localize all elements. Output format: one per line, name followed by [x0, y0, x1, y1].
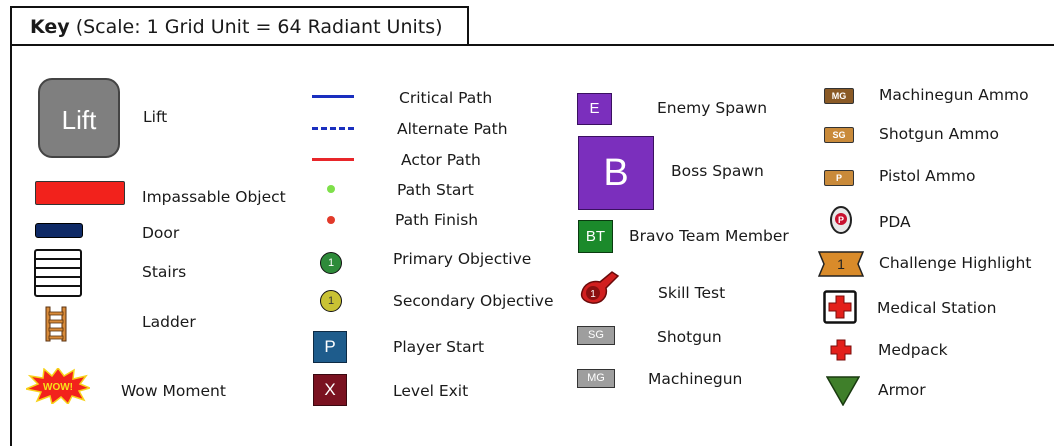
path-start-icon	[327, 185, 335, 193]
secondary-objective-label: Secondary Objective	[393, 292, 554, 310]
pda-label: PDA	[879, 213, 911, 231]
key-frame	[10, 44, 1054, 446]
level-exit-icon: X	[313, 374, 347, 406]
path-finish-label: Path Finish	[395, 211, 479, 229]
machinegun-ammo-label: Machinegun Ammo	[879, 86, 1029, 104]
shotgun-ammo-label: Shotgun Ammo	[879, 125, 999, 143]
wow-moment-icon-text: WOW!	[43, 382, 73, 393]
wow-moment-label: Wow Moment	[121, 382, 226, 400]
player-start-label: Player Start	[393, 338, 485, 356]
lift-label: Lift	[143, 108, 168, 126]
key-title-bold: Key	[30, 16, 70, 38]
machinegun-icon: MG	[577, 369, 615, 388]
key-title-scale: (Scale: 1 Grid Unit = 64 Radiant Units)	[69, 16, 443, 38]
impassable-object-icon	[35, 181, 125, 205]
level-exit-label: Level Exit	[393, 382, 469, 400]
armor-icon	[826, 376, 860, 406]
stairs-label: Stairs	[142, 263, 187, 281]
bravo-team-member-label: Bravo Team Member	[629, 227, 789, 245]
shotgun-icon: SG	[577, 326, 615, 345]
path-finish-icon	[327, 216, 335, 224]
secondary-objective-icon: 1	[320, 290, 342, 312]
challenge-highlight-icon-text: 1	[837, 256, 845, 272]
medpack-icon	[830, 339, 852, 361]
impassable-object-label: Impassable Object	[142, 188, 286, 206]
ladder-icon	[45, 306, 67, 342]
medical-station-label: Medical Station	[877, 299, 997, 317]
medpack-label: Medpack	[878, 341, 948, 359]
machinegun-label: Machinegun	[648, 370, 743, 388]
medical-station-icon	[823, 290, 857, 324]
primary-objective-label: Primary Objective	[393, 250, 532, 268]
path-start-label: Path Start	[397, 181, 474, 199]
player-start-icon: P	[313, 331, 347, 363]
actor-path-icon	[312, 158, 354, 161]
boss-spawn-icon: B	[578, 136, 654, 210]
critical-path-label: Critical Path	[399, 89, 493, 107]
bravo-team-member-icon: BT	[578, 220, 613, 253]
skill-test-icon: 1	[580, 271, 620, 304]
pistol-ammo-icon: P	[824, 170, 854, 186]
critical-path-icon	[312, 95, 354, 98]
alternate-path-label: Alternate Path	[397, 120, 508, 138]
pda-icon: P	[830, 206, 852, 234]
stairs-icon	[34, 249, 82, 297]
primary-objective-icon: 1	[320, 252, 342, 274]
skill-test-icon-text: 1	[590, 289, 596, 300]
door-label: Door	[142, 224, 180, 242]
shotgun-label: Shotgun	[657, 328, 722, 346]
challenge-highlight-icon: 1	[818, 251, 864, 277]
door-icon	[35, 223, 83, 238]
alternate-path-icon	[312, 127, 354, 130]
actor-path-label: Actor Path	[401, 151, 481, 169]
wow-moment-icon: WOW!	[26, 368, 90, 404]
challenge-highlight-label: Challenge Highlight	[879, 254, 1032, 272]
machinegun-ammo-icon: MG	[824, 88, 854, 104]
enemy-spawn-label: Enemy Spawn	[657, 99, 768, 117]
lift-icon: Lift	[38, 78, 120, 158]
key-title: Key (Scale: 1 Grid Unit = 64 Radiant Uni…	[10, 6, 469, 44]
armor-label: Armor	[878, 381, 926, 399]
boss-spawn-label: Boss Spawn	[671, 162, 764, 180]
enemy-spawn-icon: E	[577, 93, 612, 125]
skill-test-label: Skill Test	[658, 284, 726, 302]
pistol-ammo-label: Pistol Ammo	[879, 167, 976, 185]
pda-icon-text: P	[838, 215, 844, 225]
ladder-label: Ladder	[142, 313, 196, 331]
shotgun-ammo-icon: SG	[824, 127, 854, 143]
